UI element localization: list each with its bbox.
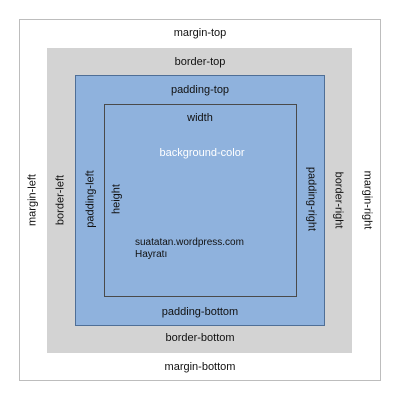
margin-bottom-label: margin-bottom	[164, 361, 236, 373]
credit-text: suatatan.wordpress.com Hayratı	[135, 237, 244, 261]
margin-left-label: margin-left	[26, 174, 39, 226]
padding-bottom-label: padding-bottom	[161, 306, 239, 318]
credit-site: suatatan.wordpress.com	[135, 237, 244, 248]
background-color-label: background-color	[159, 147, 245, 159]
border-bottom-label: border-bottom	[165, 332, 235, 344]
border-right-label: border-right	[332, 171, 345, 229]
padding-top-label: padding-top	[170, 84, 230, 96]
height-label: height	[110, 184, 123, 214]
credit-author: Hayratı	[135, 249, 168, 260]
border-top-label: border-top	[174, 56, 226, 68]
width-label: width	[187, 112, 213, 124]
padding-left-label: padding-left	[84, 170, 97, 228]
margin-right-label: margin-right	[361, 170, 374, 230]
content-area	[104, 104, 297, 297]
padding-right-label: padding-right	[305, 166, 318, 232]
border-left-label: border-left	[54, 174, 67, 226]
margin-top-label: margin-top	[173, 27, 227, 39]
